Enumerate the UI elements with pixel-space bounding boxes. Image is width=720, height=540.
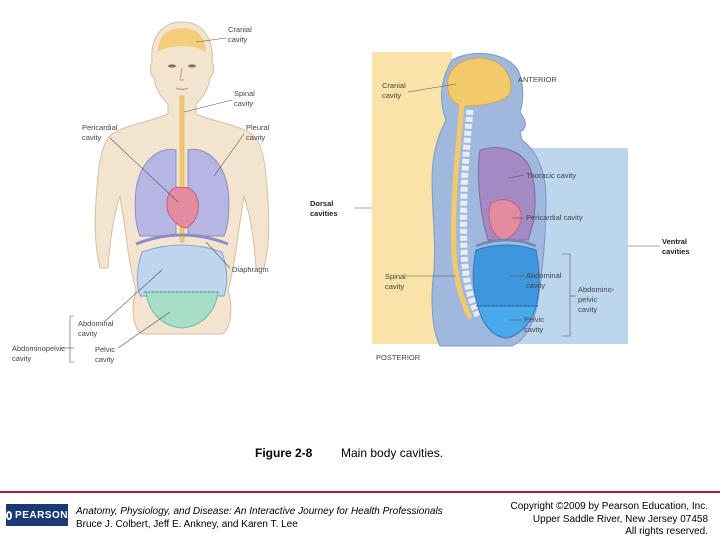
svg-text:cavity: cavity: [12, 354, 31, 363]
footer-divider: [0, 491, 720, 493]
copyright-line-3: All rights reserved.: [511, 526, 709, 539]
svg-text:Spinal: Spinal: [234, 89, 255, 98]
side-view: Cranial cavity ANTERIOR Thoracic cavity …: [310, 52, 690, 362]
svg-text:Abdomino-: Abdomino-: [578, 285, 615, 294]
pearson-logo-icon: [6, 511, 12, 520]
publisher-logo-text: PEARSON: [15, 510, 68, 521]
front-abdominal-cavity: [137, 245, 227, 296]
side-label-anterior: ANTERIOR: [518, 75, 557, 84]
svg-text:Cranial: Cranial: [228, 25, 252, 34]
svg-text:Pelvic: Pelvic: [524, 315, 544, 324]
svg-text:cavity: cavity: [228, 35, 247, 44]
front-eye-left: [168, 64, 176, 67]
book-authors: Bruce J. Colbert, Jeff E. Ankney, and Ka…: [76, 519, 298, 530]
svg-text:pelvic: pelvic: [578, 295, 597, 304]
svg-text:Thoracic cavity: Thoracic cavity: [526, 171, 576, 180]
publisher-logo: PEARSON: [6, 504, 68, 526]
svg-text:Pleural: Pleural: [246, 123, 270, 132]
book-citation: Anatomy, Physiology, and Disease: An Int…: [76, 505, 443, 531]
svg-text:Ventral: Ventral: [662, 237, 687, 246]
svg-text:cavity: cavity: [82, 133, 101, 142]
svg-text:cavities: cavities: [310, 209, 338, 218]
svg-text:Diaphragm: Diaphragm: [232, 265, 269, 274]
svg-text:cavity: cavity: [95, 355, 114, 364]
body-cavities-figure: Cranial cavity Spinal cavity Pericardial…: [0, 0, 720, 440]
copyright-line-2: Upper Saddle River, New Jersey 07458: [511, 514, 709, 527]
figure-number: Figure 2-8: [255, 446, 312, 460]
svg-text:cavities: cavities: [662, 247, 690, 256]
svg-text:cavity: cavity: [526, 281, 545, 290]
front-eye-right: [188, 64, 196, 67]
svg-text:Cranial: Cranial: [382, 81, 406, 90]
copyright-line-1: Copyright ©2009 by Pearson Education, In…: [511, 501, 709, 514]
figure-title: Main body cavities.: [341, 446, 443, 460]
svg-text:Abdominal: Abdominal: [526, 271, 562, 280]
svg-text:cavity: cavity: [382, 91, 401, 100]
svg-text:Pericardial cavity: Pericardial cavity: [526, 213, 583, 222]
side-label-posterior: POSTERIOR: [376, 353, 421, 362]
front-label-abdominopelvic: Abdominopelvic cavity: [12, 316, 74, 363]
svg-text:Pelvic: Pelvic: [95, 345, 115, 354]
book-title: Anatomy, Physiology, and Disease: An Int…: [76, 506, 443, 517]
svg-text:cavity: cavity: [385, 282, 404, 291]
svg-text:cavity: cavity: [234, 99, 253, 108]
svg-text:Pericardial: Pericardial: [82, 123, 118, 132]
side-label-ventral: Ventral cavities: [628, 237, 690, 256]
svg-text:Abdominal: Abdominal: [78, 319, 114, 328]
svg-text:cavity: cavity: [78, 329, 97, 338]
svg-text:Spinal: Spinal: [385, 272, 406, 281]
svg-text:Dorsal: Dorsal: [310, 199, 333, 208]
svg-text:cavity: cavity: [524, 325, 543, 334]
svg-text:Abdominopelvic: Abdominopelvic: [12, 344, 65, 353]
svg-text:cavity: cavity: [578, 305, 597, 314]
svg-text:cavity: cavity: [246, 133, 265, 142]
front-view: Cranial cavity Spinal cavity Pericardial…: [12, 22, 270, 364]
side-label-dorsal: Dorsal cavities: [310, 199, 372, 218]
side-cranial-cavity: [448, 58, 511, 106]
copyright-notice: Copyright ©2009 by Pearson Education, In…: [511, 501, 709, 539]
